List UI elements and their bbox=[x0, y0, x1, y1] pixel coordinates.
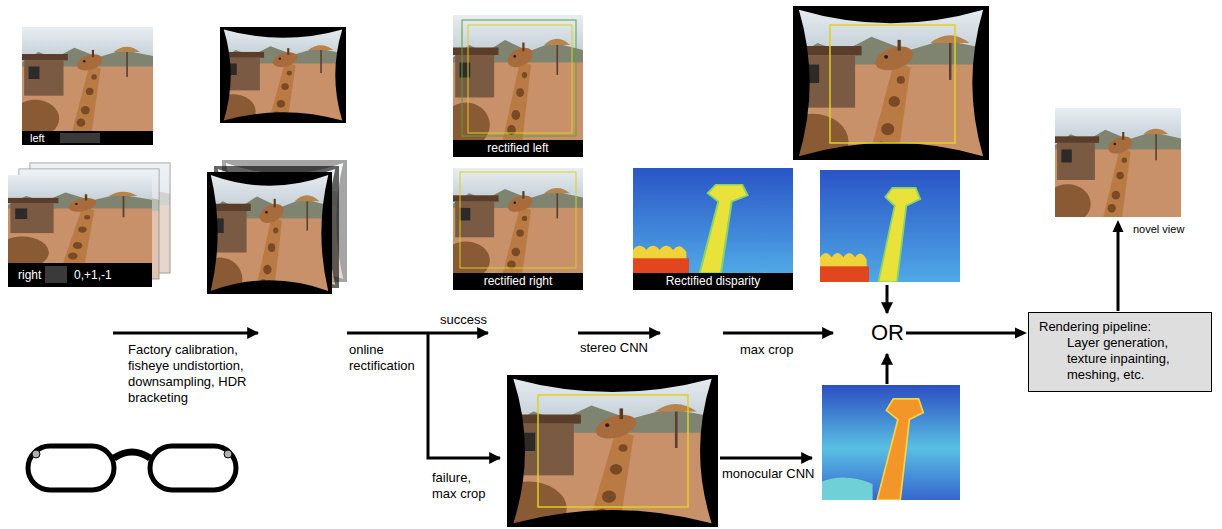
image-label: right bbox=[18, 267, 41, 283]
bracket-label: 0,+1,-1 bbox=[74, 267, 112, 283]
camera-dot bbox=[224, 450, 232, 458]
crop-outline bbox=[462, 20, 576, 136]
label-bar bbox=[633, 273, 793, 290]
rectified-left-image bbox=[442, 15, 583, 157]
camera-dot bbox=[32, 450, 40, 458]
redaction-block bbox=[45, 266, 67, 283]
lens bbox=[150, 446, 236, 490]
novel-view-photo bbox=[1045, 108, 1182, 224]
undistorted-right-stack bbox=[197, 160, 347, 301]
image-panel: novel view bbox=[1055, 108, 1181, 217]
arrow bbox=[347, 332, 488, 335]
arrow bbox=[886, 285, 889, 313]
connector bbox=[906, 328, 1027, 339]
image-panel: left bbox=[22, 27, 153, 145]
image-label: rectified left bbox=[453, 140, 583, 157]
monocular-depth-map bbox=[822, 385, 960, 500]
image-label: Rectified disparity bbox=[633, 273, 793, 290]
rectified-right-image bbox=[442, 168, 583, 290]
merge-node: OR bbox=[871, 320, 904, 346]
step-label: Factory calibration, fisheye undistortio… bbox=[128, 342, 260, 406]
arrow bbox=[428, 333, 500, 458]
label-bar bbox=[453, 273, 583, 290]
crop-outline bbox=[830, 25, 955, 143]
image-label: left bbox=[30, 131, 45, 145]
arrow bbox=[723, 332, 833, 335]
image-panel: rectified left bbox=[453, 15, 583, 157]
step-label: max crop bbox=[740, 342, 793, 358]
box-heading: Rendering pipeline: bbox=[1039, 319, 1201, 335]
photo bbox=[442, 15, 583, 148]
disparity-image bbox=[633, 168, 793, 290]
arrowhead bbox=[1015, 328, 1027, 339]
arrow bbox=[578, 332, 660, 335]
crop-outline bbox=[468, 25, 572, 133]
image-panel: right 0,+1,-1 bbox=[8, 175, 152, 287]
branch-label: failure, max crop bbox=[432, 470, 496, 502]
connector bbox=[1113, 220, 1124, 311]
image-panel: Rectified disparity bbox=[633, 168, 793, 290]
lens bbox=[28, 446, 114, 490]
connector-line bbox=[906, 332, 1017, 335]
process-box: Rendering pipeline:Layer generation, tex… bbox=[1028, 312, 1212, 392]
box-body: Layer generation, texture inpainting, me… bbox=[1039, 335, 1201, 383]
label-bar bbox=[453, 140, 583, 157]
photo bbox=[197, 172, 332, 301]
arrowhead bbox=[1113, 220, 1124, 232]
step-label: online rectification bbox=[349, 342, 421, 374]
branch-label: success bbox=[440, 312, 487, 328]
photo bbox=[11, 27, 153, 137]
arrow bbox=[886, 354, 889, 384]
photo bbox=[0, 175, 152, 268]
image-caption: novel view bbox=[1133, 223, 1184, 236]
photo bbox=[442, 168, 583, 279]
cropped-depth-map bbox=[820, 170, 960, 282]
glasses-icon bbox=[28, 446, 236, 490]
depth-map bbox=[633, 168, 793, 273]
left-camera-image bbox=[11, 27, 153, 145]
arrow bbox=[720, 457, 812, 460]
connector-line bbox=[1117, 230, 1120, 311]
failure-image bbox=[489, 375, 718, 529]
step-label: monocular CNN bbox=[722, 466, 814, 482]
redaction-block bbox=[60, 133, 100, 143]
image-panel: rectified right bbox=[453, 168, 583, 290]
pipeline-arrows bbox=[113, 285, 887, 458]
merge-label: OR bbox=[871, 320, 904, 346]
undistorted-left bbox=[210, 27, 347, 129]
arrow bbox=[113, 332, 258, 335]
uncropped-view bbox=[777, 6, 989, 169]
crop-outline bbox=[460, 172, 576, 268]
label-bar bbox=[22, 131, 153, 145]
label-bar bbox=[8, 263, 152, 287]
image-label: rectified right bbox=[453, 273, 583, 290]
crop-outline bbox=[538, 395, 688, 507]
step-label: stereo CNN bbox=[580, 340, 648, 356]
right-camera-stack bbox=[0, 163, 170, 287]
bridge bbox=[114, 452, 150, 458]
